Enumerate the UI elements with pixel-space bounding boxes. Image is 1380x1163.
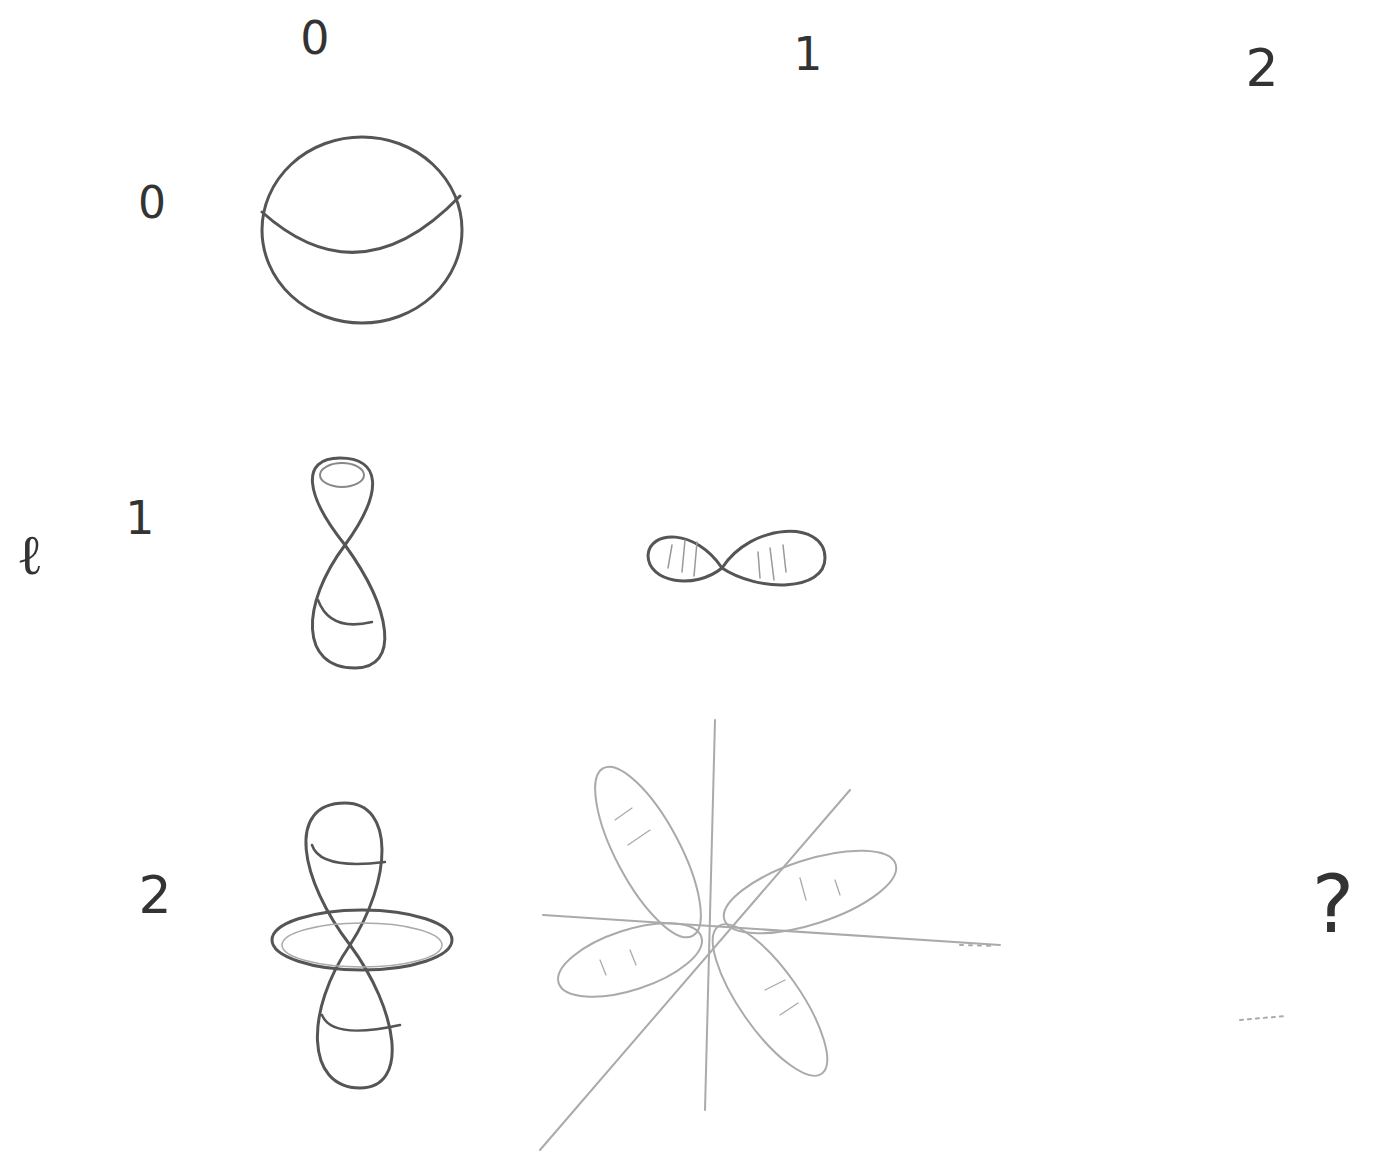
row-number: 0 (138, 181, 166, 225)
px-left-lobe (648, 537, 722, 581)
dash (1240, 1016, 1285, 1020)
s-orbital (262, 137, 462, 323)
px-right-lobe (722, 531, 825, 585)
lobe-hatching (600, 808, 840, 1015)
row-number: 1 (125, 495, 154, 541)
lobe (575, 753, 721, 951)
column-number: 0 (300, 15, 329, 61)
lobe (549, 908, 710, 1011)
column-number: 1 (793, 31, 822, 77)
pz-lower-arc (318, 600, 372, 624)
lobe (715, 834, 906, 950)
dz2-lower-arc (322, 1015, 400, 1031)
pz-upper-lobe (312, 458, 372, 545)
dz2-torus (272, 910, 452, 970)
axis (705, 720, 715, 1110)
column-number: 2 (1245, 42, 1278, 94)
d-orbital-four-lobe (540, 720, 1285, 1150)
pz-cap (320, 463, 364, 487)
dz2-torus-inner (282, 923, 442, 967)
lobe (694, 909, 846, 1091)
px-hatching (668, 540, 786, 580)
orbital-outlines (262, 137, 825, 1088)
row-number: 2 (138, 869, 171, 921)
axis (540, 790, 850, 1150)
question-mark: ? (1312, 865, 1354, 945)
equator-arc (262, 196, 460, 252)
pz-lower-lobe (312, 545, 384, 668)
dz2-upper-arc (312, 845, 385, 864)
dash (960, 945, 995, 946)
axis (543, 915, 1000, 945)
axis-symbol: ℓ (17, 527, 44, 583)
